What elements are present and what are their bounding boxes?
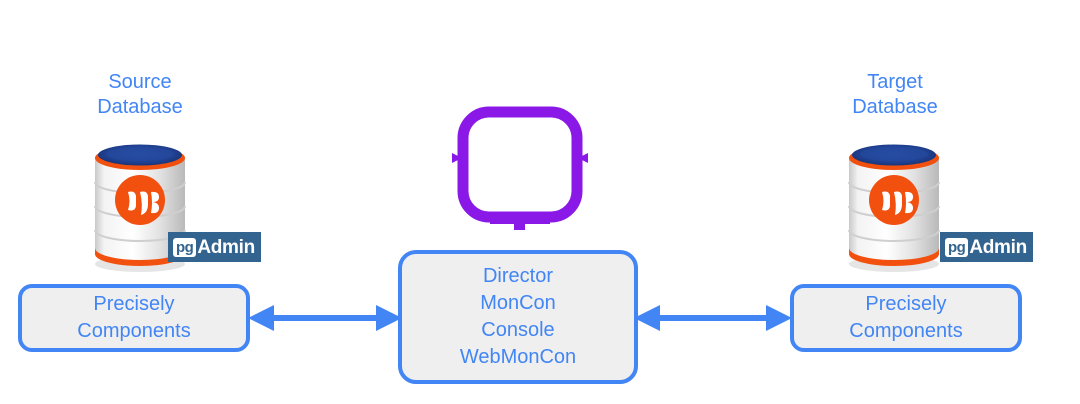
pgadmin-badge-source: pg Admin: [168, 232, 261, 262]
source-database-cylinder: [84, 138, 196, 273]
pgadmin-word: Admin: [197, 236, 255, 258]
source-database-caption: Source Database: [97, 71, 183, 118]
target-database-cylinder: [838, 138, 950, 273]
left-port-arrow: [452, 153, 462, 163]
monitor-icon: [444, 100, 596, 230]
precisely-components-box-right[interactable]: Precisely Components: [790, 284, 1022, 352]
edb-logo: [869, 175, 919, 225]
center-components-box[interactable]: Director MonCon Console WebMonCon: [398, 250, 638, 384]
right-port-arrow: [578, 153, 588, 163]
edb-logo: [115, 175, 165, 225]
pgadmin-chip: pg: [945, 237, 969, 257]
pgadmin-word: Admin: [969, 236, 1027, 258]
connector-left-double-arrow: [248, 301, 402, 335]
pgadmin-chip: pg: [173, 237, 197, 257]
precisely-components-box-left[interactable]: Precisely Components: [18, 284, 250, 352]
target-database-caption: Target Database: [852, 71, 938, 118]
connector-right-double-arrow: [634, 301, 792, 335]
pgadmin-badge-target: pg Admin: [940, 232, 1033, 262]
